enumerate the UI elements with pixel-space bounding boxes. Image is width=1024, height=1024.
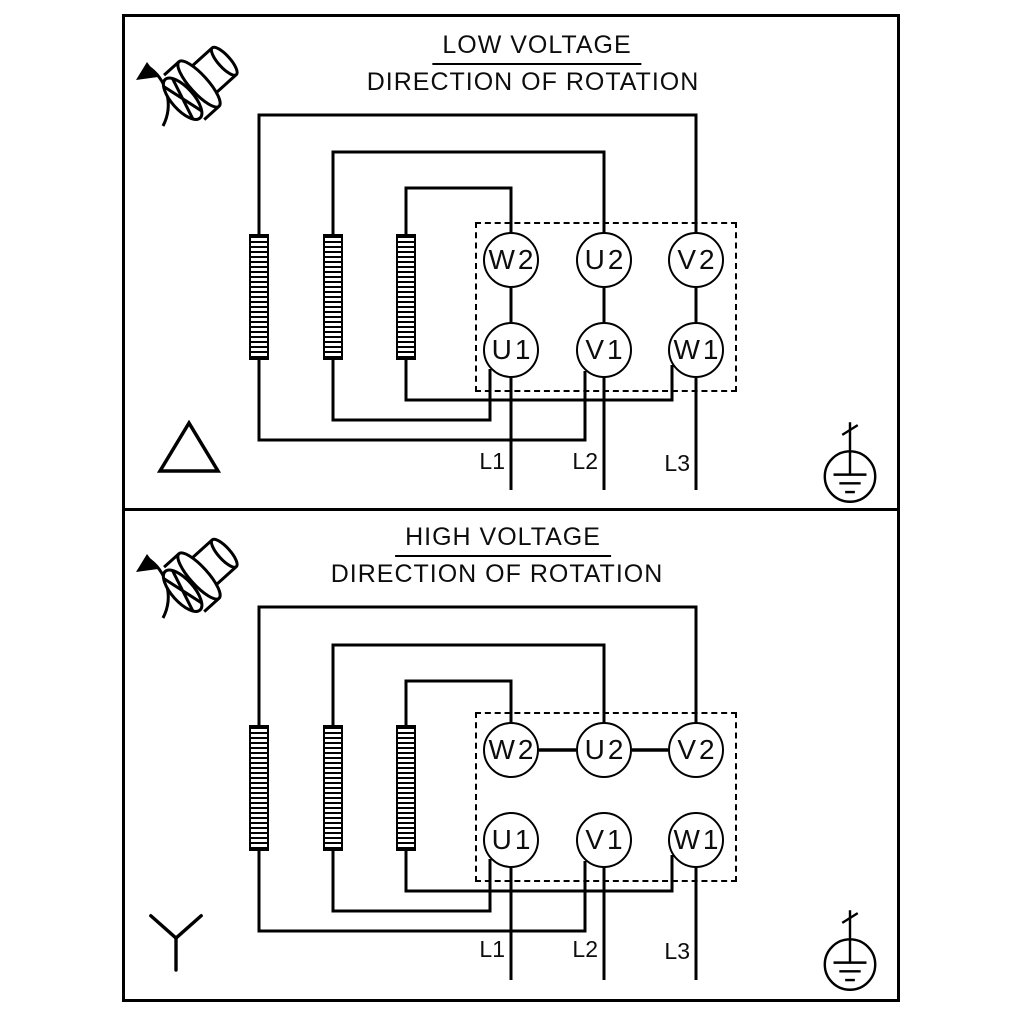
- delta-connection-icon: [157, 420, 221, 473]
- rotation-arrowhead: [136, 554, 158, 572]
- panel-divider: [122, 508, 900, 511]
- winding-coil-2: [323, 725, 343, 851]
- line-label-L3: L3: [664, 450, 690, 476]
- winding-coil-3: [396, 725, 416, 851]
- terminal-U1: U1: [483, 812, 539, 868]
- line-label-L2: L2: [572, 448, 598, 474]
- terminal-U2: U2: [576, 722, 632, 778]
- rotation-arrowhead: [136, 62, 158, 80]
- wire-coil1-to-V2: [257, 605, 698, 727]
- line-label-L1: L1: [479, 936, 505, 962]
- terminal-W2: W2: [483, 232, 539, 288]
- terminal-U2: U2: [576, 232, 632, 288]
- terminal-board-outline: [475, 712, 737, 882]
- winding-coil-3: [396, 234, 416, 360]
- terminal-V1: V1: [576, 812, 632, 868]
- ground-icon: [823, 422, 877, 503]
- line-label-L1: L1: [479, 448, 505, 474]
- wire-coil3-to-W2: [404, 679, 513, 727]
- wire-coil1-to-V1: [257, 849, 587, 933]
- low-voltage-title: LOW VOLTAGE: [432, 31, 642, 65]
- terminal-W1: W1: [668, 322, 724, 378]
- rotation-direction-icon: [136, 45, 239, 127]
- line-label-L2: L2: [572, 936, 598, 962]
- winding-coil-1: [249, 234, 269, 360]
- winding-coil-1: [249, 725, 269, 851]
- terminal-V2: V2: [668, 232, 724, 288]
- wire-coil3-to-W1: [404, 849, 674, 893]
- high-voltage-subtitle: DIRECTION OF ROTATION: [330, 560, 664, 588]
- wire-coil2-to-U2: [331, 643, 606, 727]
- terminal-V2: V2: [668, 722, 724, 778]
- terminal-W2: W2: [483, 722, 539, 778]
- wiring-lines-high-voltage: [257, 605, 698, 980]
- wire-coil3-to-W1: [404, 358, 674, 402]
- terminal-V1: V1: [576, 322, 632, 378]
- ground-icon: [823, 910, 877, 991]
- wire-coil3-to-W2: [404, 186, 513, 236]
- rotation-direction-icon: [136, 537, 239, 619]
- wire-coil1-to-V1: [257, 358, 587, 442]
- wiring-lines-low-voltage: [257, 113, 698, 490]
- winding-coil-2: [323, 234, 343, 360]
- terminal-board-outline: [475, 222, 737, 392]
- terminal-W1: W1: [668, 812, 724, 868]
- low-voltage-subtitle: DIRECTION OF ROTATION: [366, 68, 700, 96]
- wire-coil2-to-U2: [331, 150, 606, 236]
- star-connection-icon: [149, 914, 203, 972]
- wire-coil2-to-U1: [331, 358, 492, 422]
- terminal-U1: U1: [483, 322, 539, 378]
- line-label-L3: L3: [664, 938, 690, 964]
- wire-coil2-to-U1: [331, 849, 492, 913]
- wire-coil1-to-V2: [257, 113, 698, 236]
- high-voltage-title: HIGH VOLTAGE: [395, 523, 611, 557]
